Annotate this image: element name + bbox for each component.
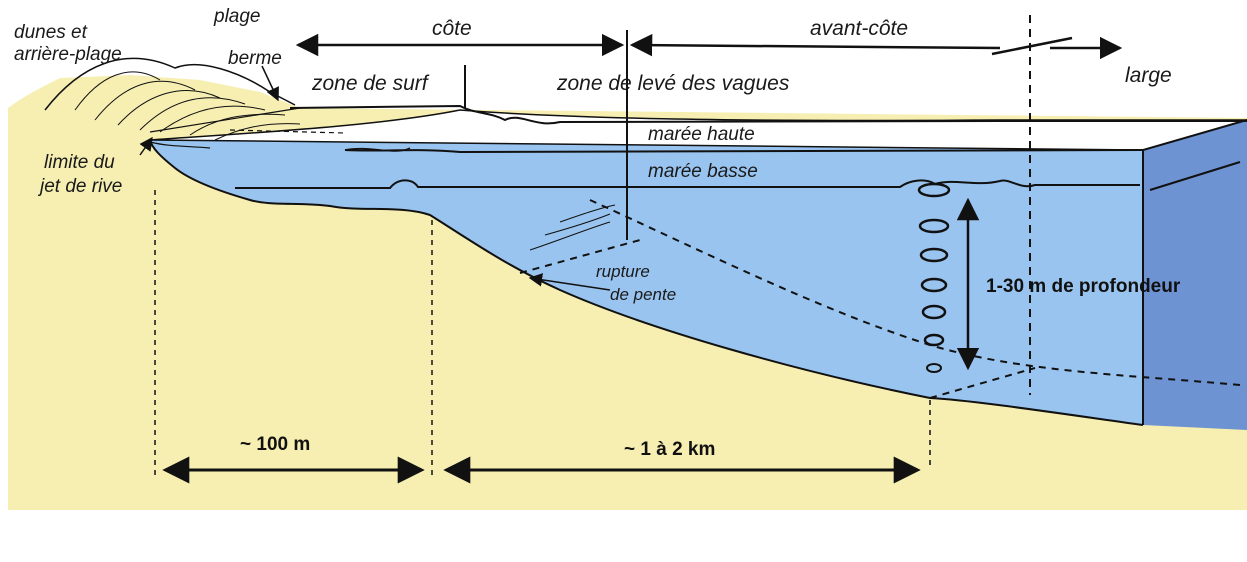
water-body xyxy=(150,140,1143,425)
label-zone-leve: zone de levé des vagues xyxy=(556,72,790,95)
label-dunes-2: arrière-plage xyxy=(14,44,122,65)
label-rupture-1: rupture xyxy=(596,262,650,281)
label-limite-jet-2: jet de rive xyxy=(37,176,122,197)
label-cote: côte xyxy=(432,17,472,40)
wave-orbitals xyxy=(917,182,951,373)
label-berme: berme xyxy=(228,48,282,69)
label-distance-100m: ~ 100 m xyxy=(240,434,310,455)
label-rupture-2: de pente xyxy=(610,285,676,304)
label-maree-haute: marée haute xyxy=(648,124,755,145)
label-large: large xyxy=(1125,64,1172,87)
label-plage: plage xyxy=(213,6,261,27)
label-limite-jet-1: limite du xyxy=(44,152,115,173)
label-dunes-1: dunes et xyxy=(14,22,88,43)
high-tide-line xyxy=(289,104,1247,125)
avant-cote-arrow xyxy=(629,33,1001,57)
water-side-face xyxy=(1143,120,1247,430)
label-distance-km: ~ 1 à 2 km xyxy=(624,439,715,460)
label-profondeur: 1-30 m de profondeur xyxy=(986,276,1181,297)
label-zone-surf: zone de surf xyxy=(311,72,430,95)
label-avant-cote: avant-côte xyxy=(810,17,908,40)
label-maree-basse: marée basse xyxy=(648,161,758,182)
dune-hatching xyxy=(44,57,346,149)
